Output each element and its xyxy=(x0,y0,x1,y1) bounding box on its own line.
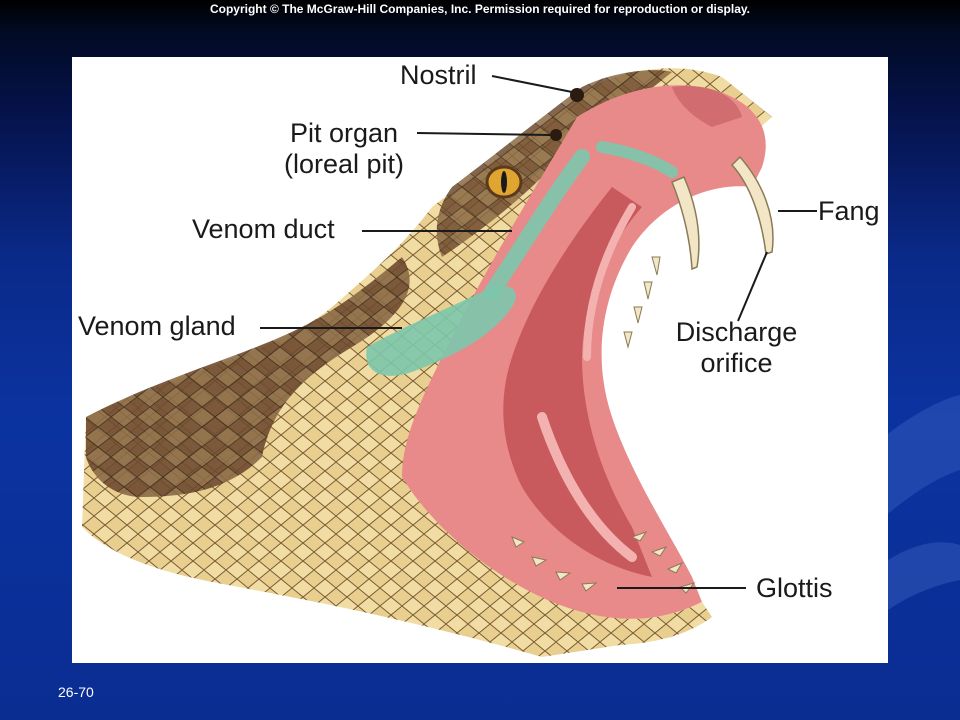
leader-pit-organ xyxy=(416,132,551,136)
fang-left xyxy=(671,176,700,271)
label-fang: Fang xyxy=(818,196,880,226)
upper-teeth xyxy=(623,256,661,349)
lower-teeth xyxy=(511,531,696,594)
snake-head-illustration xyxy=(82,68,817,658)
venom-gland-shape xyxy=(366,285,516,376)
upper-jaw-tip xyxy=(672,86,742,127)
copyright-notice: Copyright © The McGraw-Hill Companies, I… xyxy=(209,2,751,16)
label-pit-organ-line1: Pit organ xyxy=(289,118,399,148)
label-pit-organ: Pit organ (loreal pit) xyxy=(274,118,414,180)
lower-jaw xyxy=(382,477,712,646)
nostril xyxy=(570,88,584,102)
dark-pattern xyxy=(86,257,410,497)
label-nostril: Nostril xyxy=(400,60,477,90)
leader-discharge xyxy=(737,251,768,322)
label-glottis: Glottis xyxy=(756,573,833,603)
label-discharge-line1: Discharge xyxy=(675,317,798,347)
venom-duct-palate xyxy=(596,141,678,178)
mouth-inner xyxy=(503,187,652,577)
mouth-floor-fold xyxy=(537,412,637,562)
fang-right xyxy=(730,155,774,256)
eye-pupil xyxy=(501,171,507,193)
pit-organ xyxy=(550,129,562,141)
slide-number: 26-70 xyxy=(58,684,94,700)
venom-duct-shape xyxy=(484,149,590,300)
label-venom-gland: Venom gland xyxy=(78,311,236,341)
leader-nostril xyxy=(491,75,573,93)
label-venom-duct: Venom duct xyxy=(192,214,335,244)
label-pit-organ-line2: (loreal pit) xyxy=(283,149,405,179)
label-discharge-orifice: Discharge orifice xyxy=(664,317,809,379)
label-discharge-line2: orifice xyxy=(700,348,773,378)
leader-lines xyxy=(260,75,817,589)
palate-fold xyxy=(583,203,636,361)
figure-panel: Nostril Pit organ (loreal pit) Venom duc… xyxy=(72,57,888,663)
